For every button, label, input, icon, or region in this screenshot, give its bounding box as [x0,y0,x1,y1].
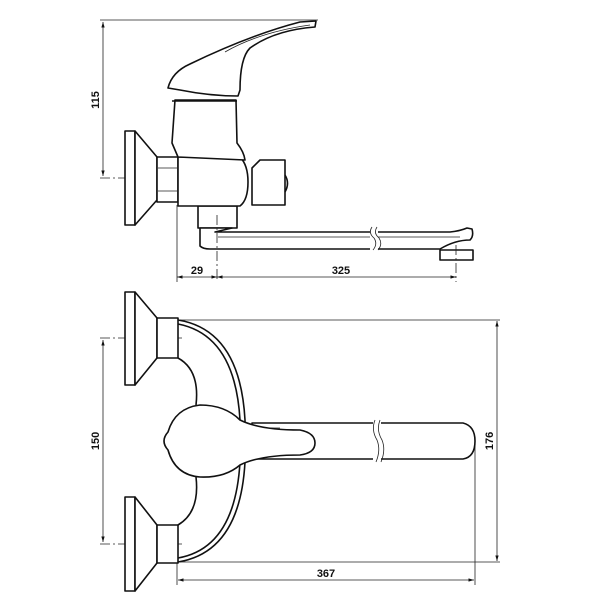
spout [199,227,474,250]
flange-cone [134,130,158,226]
wall-flange-lower [124,496,136,592]
cartridge-housing [171,99,246,161]
wall-flange-upper [124,291,136,386]
top-view: 150 176 367 [90,291,500,592]
lever-handle-top [163,404,316,478]
spout-neck [197,205,238,229]
hex-nut [156,156,179,203]
lever-handle [167,20,317,97]
dimension-label-150: 150 [90,432,102,450]
aerator [439,249,474,261]
side-view: 115 29 325 [90,19,474,282]
dimension-label-176: 176 [484,432,496,450]
dimension-label-29: 29 [191,265,203,277]
wall-flange [124,130,136,226]
valve-body [177,156,249,207]
dimension-label-367: 367 [317,568,335,580]
dimension-label-325: 325 [332,265,350,277]
diverter-cap [251,159,286,206]
body-arc-inner [177,357,198,526]
hex-nut-upper [156,317,179,359]
break-mark [370,226,378,252]
hex-nut-lower [156,524,179,564]
dimension-label-115: 115 [90,91,102,109]
